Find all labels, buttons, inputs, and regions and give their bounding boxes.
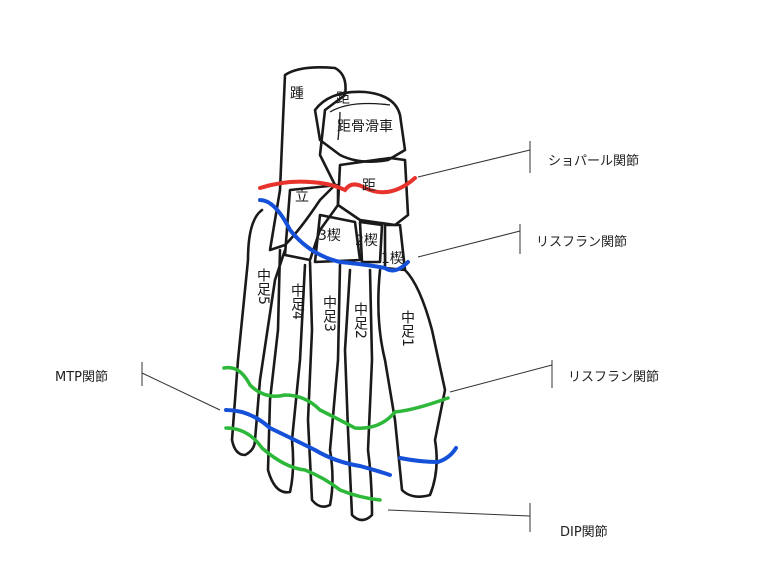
talar-trochlea-label: 距骨滑車 (337, 118, 393, 135)
talus-label: 距 (336, 91, 350, 107)
cuneiform2-label: 2楔 (355, 233, 378, 249)
cuneiform2-outline (358, 220, 384, 264)
metatarsals (230, 208, 447, 522)
pip-joint-line (224, 408, 392, 477)
chopart-joint-label: ショパール関節 (548, 154, 640, 169)
mtp-joint-line (222, 365, 450, 430)
cuboid-label: 立 (295, 189, 309, 205)
cuboid-outline (283, 183, 340, 262)
cuneiform3-label: 3楔 (318, 228, 341, 244)
navicular-label: 距 (362, 178, 376, 194)
metatarsal2-label: 中足2 (352, 302, 368, 339)
metatarsal4-label: 中足4 (289, 283, 305, 320)
calcaneus-outline (268, 66, 347, 252)
ip-joint-line-hallux (398, 446, 458, 465)
lisfranc-joint-label-bottom: リスフラン関節 (568, 370, 660, 385)
lisfranc-joint-label-top: リスフラン関節 (536, 235, 628, 250)
cuneiform1-label: 1楔 (381, 251, 404, 267)
dip-joint-label: DIP関節 (560, 525, 608, 540)
mtp-joint-label: MTP関節 (55, 370, 108, 385)
lisfranc-joint-line (258, 198, 410, 273)
chopart-joint-line (258, 176, 417, 195)
metatarsal3-label: 中足3 (321, 295, 337, 332)
cuneiform3-outline (313, 213, 362, 264)
navicular-outline (336, 156, 410, 227)
calcaneus-label: 踵 (290, 86, 304, 102)
talus-outline (313, 90, 407, 163)
metatarsal1-label: 中足1 (399, 310, 415, 347)
leader-lines (141, 141, 553, 532)
dip-joint-line (224, 426, 382, 502)
metatarsal5-label: 中足5 (255, 268, 271, 305)
